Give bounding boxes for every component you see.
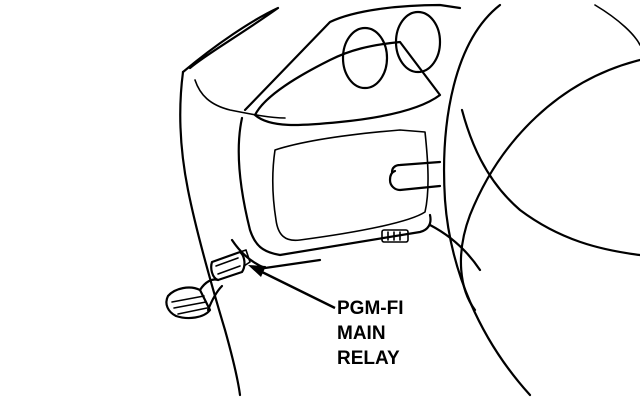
pgm-fi-main-relay <box>210 249 251 282</box>
callout-leader-line <box>261 270 336 310</box>
gauge-left-icon <box>341 26 389 90</box>
relay-vent-icon <box>381 229 409 243</box>
knee-bolster-panel <box>272 129 429 242</box>
dashboard-top-outline <box>181 6 280 74</box>
dashboard-lower-outline <box>179 70 242 397</box>
dashboard-inner-edge <box>194 79 286 119</box>
cluster-bezel <box>253 40 442 127</box>
gauge-right-icon <box>394 10 442 74</box>
callout-line-2: MAIN <box>337 323 386 344</box>
steering-wheel-inner <box>459 58 640 312</box>
wire-harness-connector <box>165 278 224 320</box>
steering-wheel-rim-right <box>594 4 640 46</box>
relay-callout-label: PGM-FI MAIN RELAY <box>337 296 404 371</box>
callout-line-3: RELAY <box>337 348 400 369</box>
steering-column <box>388 160 442 192</box>
steering-wheel-spoke <box>460 108 640 257</box>
callout-line-1: PGM-FI <box>337 298 404 319</box>
callout-arrowhead <box>248 265 266 277</box>
lower-dash-panel <box>237 116 432 257</box>
cluster-hood <box>243 3 462 112</box>
steering-wheel-outer <box>442 3 532 397</box>
